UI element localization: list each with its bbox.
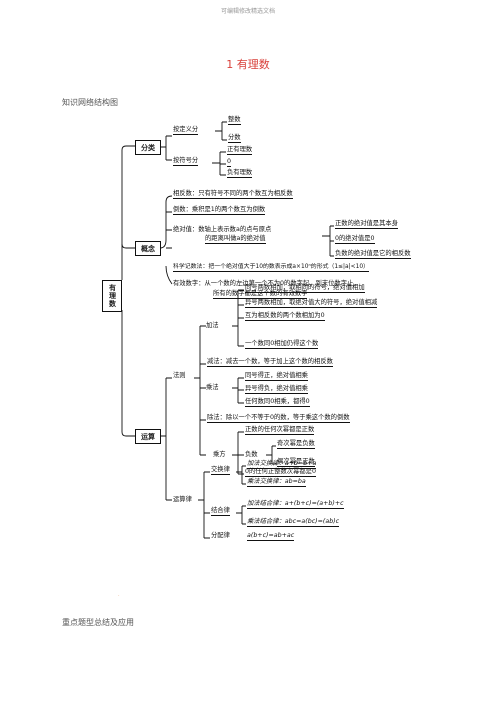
concept-scientific-notation: 科学记数法：把一个绝对值大于10的数表示成a×10ⁿ的形式（1≤|a|<10） [173, 264, 369, 272]
concept-sigfig-line2: 所有的数字都是这个数的有效数字 [213, 290, 308, 299]
dist-label: 分配律 [211, 532, 230, 539]
comm-add: 加法交换律：a+b=b+a [247, 460, 317, 469]
sign-item-zero: 0 [227, 158, 232, 167]
abs-item-zero: 0的绝对值是0 [335, 235, 375, 244]
def-item-integer: 整数 [228, 116, 241, 125]
comm-mul: 乘法交换律：ab=ba [247, 478, 306, 487]
assoc-add: 加法结合律：a+(b+c)=(a+b)+c [247, 500, 344, 509]
root-box: 有理数 [102, 280, 122, 312]
concept-sigfig-line1: 有效数字：从一个数的左边第一个不为0的数字起，到末位数字止， [173, 280, 360, 287]
pow-rule-positive: 正数的任何次幂都是正数 [245, 426, 315, 435]
stray-mark: · [118, 593, 120, 599]
laws-label: 运算律 [173, 496, 192, 503]
abs-item-positive: 正数的绝对值是其本身 [335, 220, 398, 229]
page-header: 可编辑修改精选文档 [220, 8, 275, 15]
assoc-mul: 乘法结合律：abc=a(bc)=(ab)c [247, 518, 340, 527]
concept-opposite: 相反数：只有符号不同的两个数互为相反数 [173, 190, 293, 199]
concept-box: 概念 [135, 241, 161, 256]
concept-reciprocal: 倒数：乘积是1的两个数互为倒数 [173, 206, 266, 215]
root-label: 有理数 [108, 284, 117, 308]
sign-item-negative: 负有理数 [227, 169, 253, 178]
assoc-label: 结合律 [211, 507, 230, 516]
page-title: 1 有理数 [226, 58, 270, 71]
classify-box: 分类 [135, 140, 161, 155]
rules-label: 法则 [173, 372, 186, 379]
mul-rule-1: 同号得正，绝对值相乘 [245, 372, 308, 381]
pow-neg-odd: 奇次幂是负数 [277, 440, 315, 449]
div-rule: 除法：除以一个不等于0的数，等于乘这个数的倒数 [207, 414, 350, 423]
dist-rule: a(b+c)=ab+ac [247, 532, 295, 541]
sub-rule: 减法：减去一个数，等于加上这个数的相反数 [207, 358, 333, 367]
pow-rule-zero: 0的任何正整数次幂都是0 [245, 468, 316, 477]
concept-abs-line1: 绝对值：数轴上表示数a的点与原点 [173, 226, 272, 233]
abs-item-negative: 负数的绝对值是它的相反数 [335, 250, 411, 259]
pow-negative-label: 负数 [245, 451, 258, 458]
operation-box: 运算 [135, 429, 161, 444]
concept-abs-line2: 的距离叫做a的绝对值 [205, 235, 266, 244]
pow-label: 乘方 [213, 451, 226, 458]
section-heading-key-problems: 重点题型总结及应用 [62, 618, 134, 627]
add-rule-4: 一个数同0相加仍得这个数 [245, 340, 319, 349]
add-label: 加法 [206, 322, 219, 329]
add-rule-1: 同号两数相加，取相同的符号，绝对值相加 [245, 284, 365, 293]
add-rule-2: 异号两数相加，取绝对值大的符号，绝对值相减 [245, 299, 378, 308]
mul-rule-2: 异号得负，绝对值相乘 [245, 385, 308, 394]
by-sign-label: 按符号分 [173, 157, 199, 166]
def-item-fraction: 分数 [228, 134, 241, 143]
section-heading-structure: 知识网络结构图 [62, 98, 118, 107]
add-rule-3: 互为相反数的两个数相加为0 [245, 312, 325, 321]
mul-label: 乘法 [206, 384, 219, 391]
comm-label: 交换律 [211, 466, 230, 475]
pow-neg-even: 偶次幂是正数 [277, 458, 315, 467]
by-definition-label: 按定义分 [173, 126, 199, 135]
mul-rule-3: 任何数同0相乘，都得0 [245, 398, 310, 407]
sign-item-positive: 正有理数 [227, 146, 253, 155]
